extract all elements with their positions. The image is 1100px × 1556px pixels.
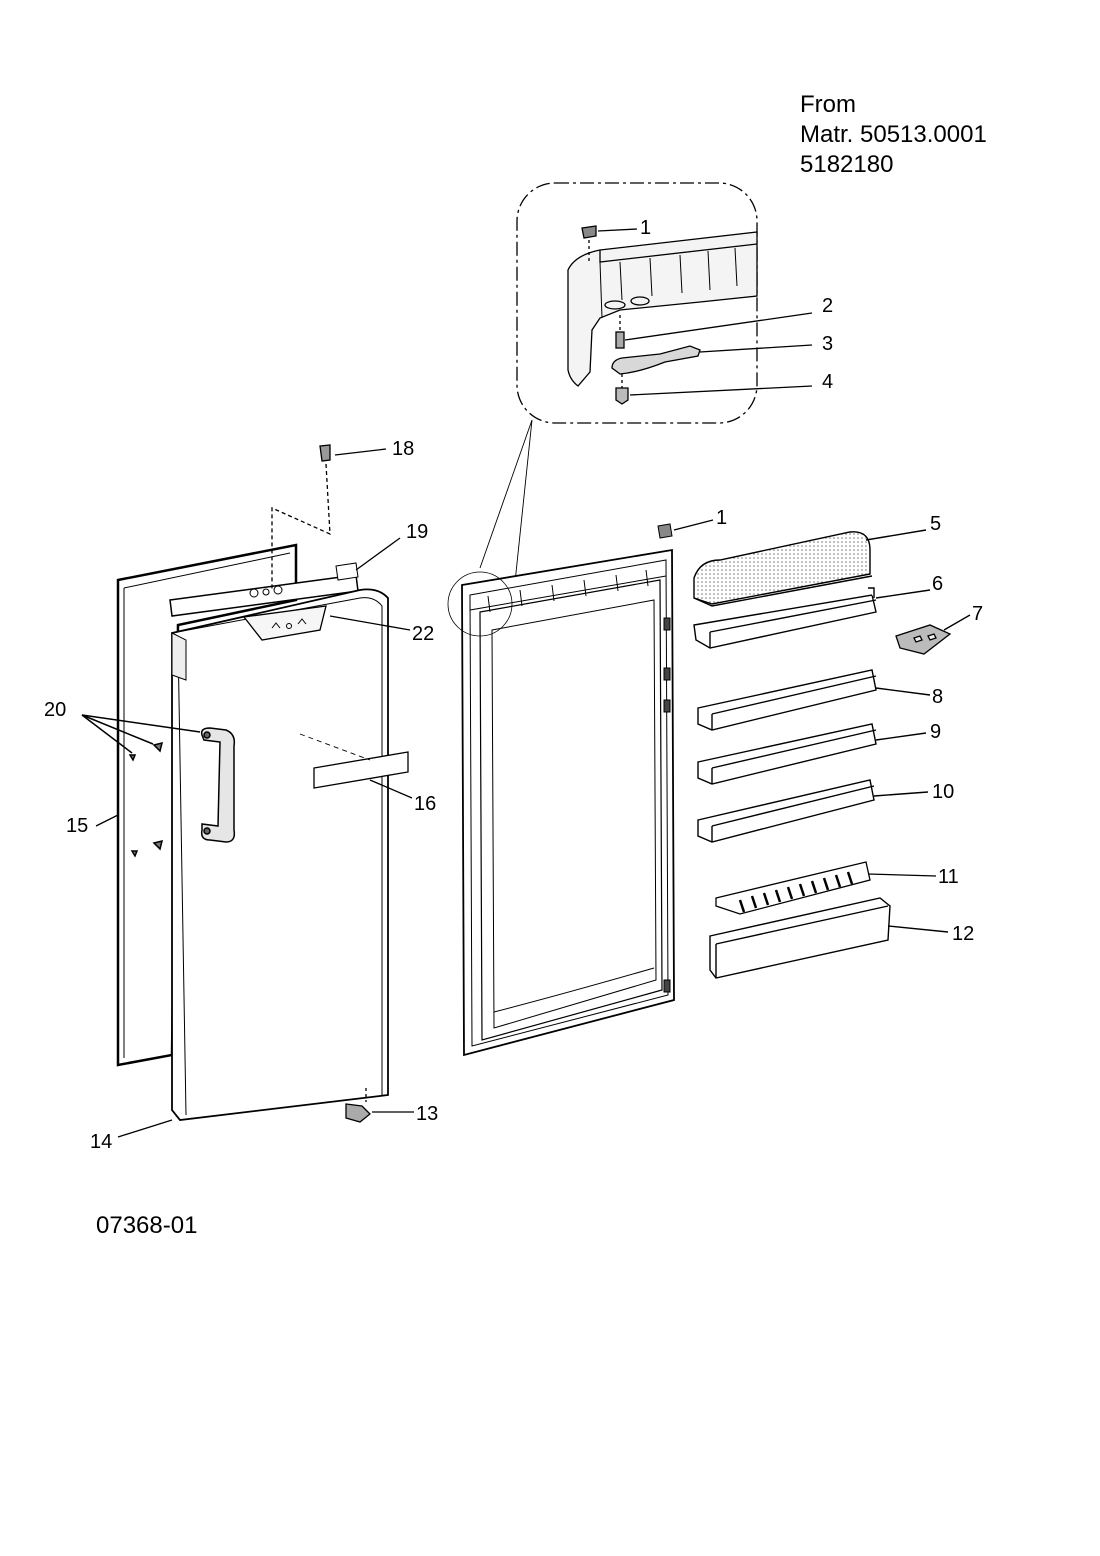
bottle-retainer-part-11 (715, 861, 937, 915)
door-shelf-part-9 (697, 723, 927, 785)
inset-pin-part-4 (615, 387, 629, 405)
callout-20: 20 (44, 699, 66, 721)
top-strip-part-19 (169, 537, 401, 617)
callout-1-inset: 1 (640, 217, 651, 239)
callout-7: 7 (972, 603, 983, 625)
callout-3: 3 (822, 333, 833, 355)
label-part-16 (299, 733, 413, 799)
callout-11: 11 (938, 866, 959, 888)
callout-14: 14 (90, 1131, 112, 1153)
dairy-lid-part-5 (693, 529, 927, 607)
inner-door-liner (447, 519, 714, 1057)
door-gasket-part-15 (116, 543, 298, 1067)
inset-door-top (567, 231, 758, 387)
callout-15: 15 (66, 815, 88, 837)
dairy-shelf-part-6 (693, 587, 931, 649)
egg-tray-part-7 (895, 614, 971, 655)
inset-leader-line (479, 419, 533, 569)
callout-5: 5 (930, 513, 941, 535)
clip-part-18 (271, 444, 387, 590)
cap-part-1 (657, 523, 673, 539)
control-panel-part-22 (242, 605, 327, 641)
drawing-number: 07368-01 (96, 1212, 198, 1239)
callout-2: 2 (822, 295, 833, 317)
detail-circle (447, 571, 513, 637)
callout-18: 18 (392, 438, 414, 460)
callout-10: 10 (932, 781, 954, 803)
inset-hinge-bracket-part-3 (611, 345, 701, 375)
callout-9: 9 (930, 721, 941, 743)
header-material-number: Matr. 50513.0001 (800, 121, 987, 148)
bottle-tray-part-12 (709, 897, 949, 979)
inset-screw-part-2 (615, 331, 625, 349)
door-handle-part-20 (81, 714, 236, 858)
callout-4: 4 (822, 371, 833, 393)
callout-22: 22 (412, 623, 434, 645)
callout-13: 13 (416, 1103, 438, 1125)
callout-6: 6 (932, 573, 943, 595)
header-from: From (800, 91, 856, 118)
callout-8: 8 (932, 686, 943, 708)
callout-12: 12 (952, 923, 974, 945)
callout-19: 19 (406, 521, 428, 543)
header-part-number: 5182180 (800, 151, 894, 178)
hinge-detail-inset (479, 182, 813, 631)
lower-hinge-part-13 (345, 1088, 414, 1123)
inset-cap-part-1 (581, 225, 597, 239)
callout-1: 1 (716, 507, 727, 529)
door-shelf-part-8 (697, 669, 931, 731)
inset-frame (516, 182, 758, 424)
callout-16: 16 (414, 793, 436, 815)
outer-door-panel-part-14 (171, 588, 411, 1121)
door-shelf-part-10 (697, 779, 929, 843)
